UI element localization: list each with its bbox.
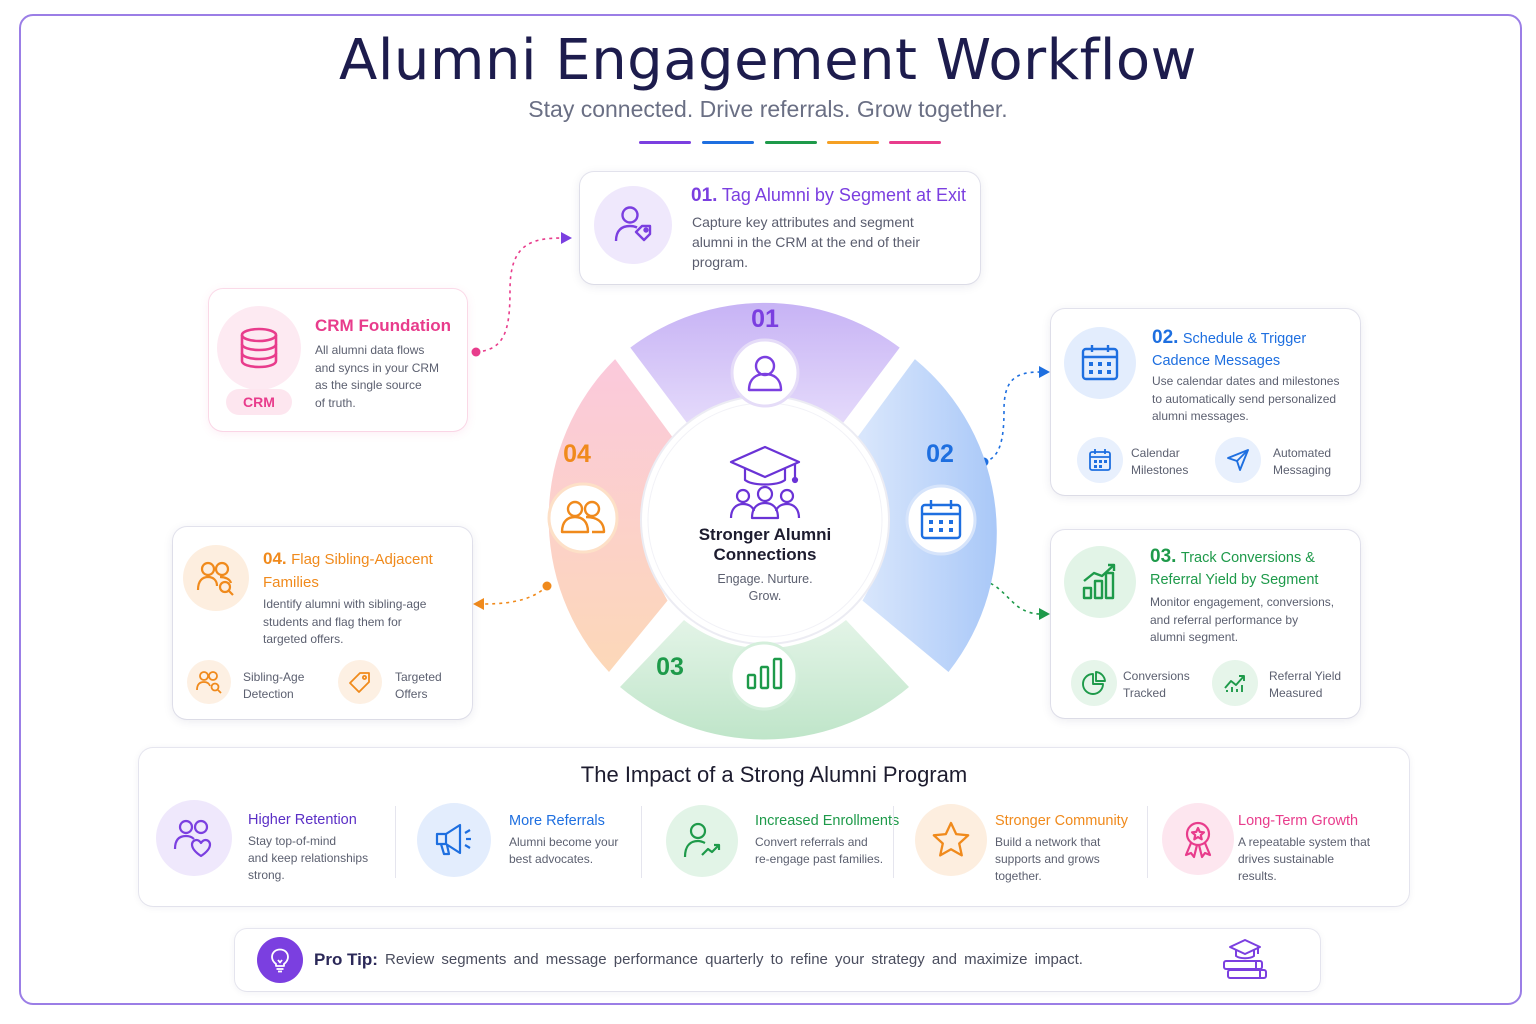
connector-dot-crm bbox=[471, 347, 481, 357]
impact-desc-enrollments: Convert referrals and re-engage past fam… bbox=[755, 835, 884, 866]
feature-sibling-age-detection: Sibling-Age Detection bbox=[243, 670, 305, 701]
pro-tip-label: Pro Tip: bbox=[314, 950, 378, 969]
award-ribbon-icon bbox=[1162, 803, 1234, 875]
connector-arrow-step4 bbox=[473, 598, 484, 610]
database-icon bbox=[217, 306, 301, 390]
feature-targeted-offers: Targeted Offers bbox=[395, 670, 442, 701]
step-03-heading: 03. Track Conversions & Referral Yield b… bbox=[1150, 546, 1319, 588]
impact-desc-referrals: Alumni become your best advocates. bbox=[509, 835, 619, 866]
impact-desc-growth: A repeatable system that drives sustaina… bbox=[1238, 835, 1371, 883]
connector-wheel-step4 bbox=[483, 585, 548, 605]
users-search-icon bbox=[183, 545, 249, 611]
crm-foundation-card: CRM CRM Foundation All alumni data flows… bbox=[209, 289, 467, 431]
wheel-icon-04 bbox=[547, 482, 619, 554]
connector-arrow-step2 bbox=[1039, 366, 1050, 378]
impact-desc-community: Build a network that supports and grows … bbox=[995, 835, 1101, 883]
step-02-heading: 02. Schedule & Trigger Cadence Messages bbox=[1152, 327, 1307, 369]
impact-title-growth: Long-Term Growth bbox=[1238, 813, 1359, 829]
megaphone-icon bbox=[417, 803, 491, 877]
books-cap-icon bbox=[1223, 939, 1267, 979]
impact-divider-4 bbox=[1147, 806, 1148, 878]
step-01-heading: 01. Tag Alumni by Segment at Exit bbox=[691, 185, 966, 206]
center-subtitle: Engage. Nurture. Grow. bbox=[717, 572, 813, 603]
step-01-desc: Capture key attributes and segment alumn… bbox=[692, 214, 921, 270]
step-03-desc: Monitor engagement, conversions, and ref… bbox=[1150, 595, 1335, 644]
user-growth-icon bbox=[666, 805, 738, 877]
user-tag-icon bbox=[594, 186, 672, 264]
step-04-desc: Identify alumni with sibling-age student… bbox=[263, 597, 427, 646]
wheel-icon-02 bbox=[905, 484, 977, 556]
calendar-milestones-icon bbox=[1077, 437, 1123, 483]
page-frame bbox=[19, 14, 1522, 1005]
feature-referral-yield-measured: Referral Yield Measured bbox=[1269, 669, 1342, 700]
connector-arrow-step3 bbox=[1039, 608, 1050, 620]
impact-desc-retention: Stay top-of-mind and keep relationships … bbox=[248, 834, 369, 882]
pie-chart-icon bbox=[1071, 660, 1117, 706]
crm-badge: CRM bbox=[226, 389, 292, 415]
wheel-label-04: 04 bbox=[563, 440, 591, 468]
feature-calendar-milestones: Calendar Milestones bbox=[1131, 446, 1189, 477]
step-04-heading: 04. Flag Sibling-Adjacent Families bbox=[263, 549, 433, 591]
connector-arrow-step1 bbox=[561, 232, 572, 244]
step-03-card: 03. Track Conversions & Referral Yield b… bbox=[1051, 530, 1360, 718]
accent-dash-blue bbox=[702, 141, 754, 144]
impact-title-retention: Higher Retention bbox=[248, 812, 357, 828]
accent-dash-orange bbox=[827, 141, 879, 144]
impact-title-referrals: More Referrals bbox=[509, 813, 605, 829]
people-heart-icon bbox=[156, 800, 232, 876]
page-subtitle: Stay connected. Drive referrals. Grow to… bbox=[528, 96, 1008, 122]
step-04-card: 04. Flag Sibling-Adjacent Families Ident… bbox=[173, 527, 472, 719]
wheel-icon-01 bbox=[730, 338, 800, 408]
pro-tip-bar bbox=[235, 929, 1320, 991]
star-icon bbox=[915, 804, 987, 876]
impact-title-enrollments: Increased Enrollments bbox=[755, 813, 900, 829]
impact-heading: The Impact of a Strong Alumni Program bbox=[580, 762, 968, 787]
connector-dot-step4 bbox=[542, 581, 552, 591]
graduation-group-icon bbox=[729, 445, 801, 520]
center-title: Stronger Alumni Connections bbox=[698, 525, 832, 564]
impact-title-community: Stronger Community bbox=[995, 813, 1128, 829]
wheel-label-01: 01 bbox=[751, 305, 779, 333]
step-02-card: 02. Schedule & Trigger Cadence Messages … bbox=[1051, 309, 1360, 495]
calendar-icon bbox=[1064, 327, 1136, 399]
connector-crm-step1 bbox=[475, 237, 563, 353]
impact-divider-2 bbox=[641, 806, 642, 878]
page-title: Alumni Engagement Workflow bbox=[339, 28, 1197, 93]
lightbulb-icon bbox=[257, 937, 303, 983]
step-02-desc: Use calendar dates and milestones to aut… bbox=[1152, 374, 1340, 423]
wheel-label-02: 02 bbox=[926, 440, 954, 468]
tag-icon bbox=[338, 660, 382, 704]
step-01-card: 01. Tag Alumni by Segment at Exit Captur… bbox=[580, 172, 980, 284]
accent-dash-green bbox=[765, 141, 817, 144]
crm-title: CRM Foundation bbox=[315, 316, 451, 335]
send-icon bbox=[1215, 437, 1261, 483]
trend-chart-icon bbox=[1212, 660, 1258, 706]
feature-automated-messaging: Automated Messaging bbox=[1273, 446, 1332, 477]
impact-divider-3 bbox=[893, 806, 894, 878]
wheel-icon-03 bbox=[729, 641, 799, 711]
wheel-label-03: 03 bbox=[656, 653, 684, 681]
feature-conversions-tracked: Conversions Tracked bbox=[1123, 669, 1190, 700]
accent-dash-purple bbox=[639, 141, 691, 144]
workflow-wheel bbox=[547, 302, 997, 740]
pro-tip-text: Review segments and message performance … bbox=[385, 951, 1083, 968]
crm-desc: All alumni data flows and syncs in your … bbox=[315, 343, 440, 410]
impact-divider-1 bbox=[395, 806, 396, 878]
bar-chart-icon bbox=[1064, 546, 1136, 618]
accent-dash-pink bbox=[889, 141, 941, 144]
user-search-icon bbox=[187, 660, 231, 704]
